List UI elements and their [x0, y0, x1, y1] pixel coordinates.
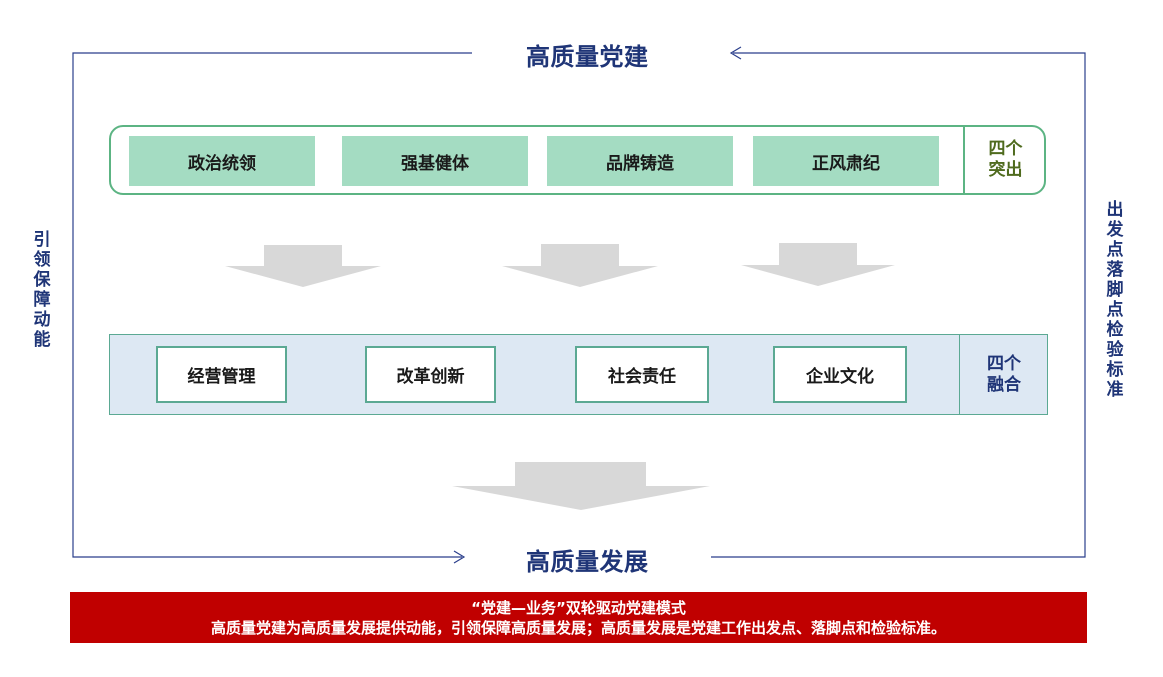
four-integrations-label: 四个 融合	[961, 335, 1047, 414]
highlight-item: 品牌铸造	[547, 136, 733, 186]
highlight-item: 正风肃纪	[753, 136, 939, 186]
top-title: 高质量党建	[526, 43, 649, 71]
four-integrations-panel: 经营管理 改革创新 社会责任 企业文化 四个 融合	[109, 334, 1048, 415]
down-arrow-icon	[741, 243, 895, 286]
panel-divider	[959, 335, 960, 414]
four-highlights-label-text: 四个 突出	[988, 139, 1023, 180]
down-arrow-icon	[502, 244, 658, 287]
bottom-title: 高质量发展	[526, 548, 649, 576]
summary-banner: “党建—业务”双轮驱动党建模式 高质量党建为高质量发展提供动能，引领保障高质量发…	[70, 592, 1087, 643]
left-arrowhead-icon	[729, 46, 742, 60]
panel-divider	[963, 127, 965, 193]
left-cycle-line	[72, 52, 472, 558]
integration-item: 经营管理	[156, 346, 287, 403]
four-integrations-label-text: 四个 融合	[987, 353, 1021, 395]
left-side-label: 引领保障动能	[33, 230, 51, 350]
integration-item: 改革创新	[365, 346, 496, 403]
four-highlights-panel: 政治统领 强基健体 品牌铸造 正风肃纪 四个 突出	[109, 125, 1046, 195]
banner-description: 高质量党建为高质量发展提供动能，引领保障高质量发展；高质量发展是党建工作出发点、…	[210, 619, 946, 637]
integration-item: 企业文化	[773, 346, 907, 403]
right-cycle-line	[711, 52, 1086, 558]
right-arrowhead-icon	[453, 550, 466, 564]
four-highlights-label: 四个 突出	[967, 127, 1044, 193]
highlight-item: 强基健体	[342, 136, 528, 186]
highlight-item: 政治统领	[129, 136, 315, 186]
down-arrow-icon	[225, 245, 381, 287]
right-side-label: 出发点落脚点检验标准	[1106, 200, 1124, 400]
big-down-arrow-icon	[452, 462, 710, 510]
integration-item: 社会责任	[575, 346, 709, 403]
banner-title: “党建—业务”双轮驱动党建模式	[471, 599, 686, 617]
